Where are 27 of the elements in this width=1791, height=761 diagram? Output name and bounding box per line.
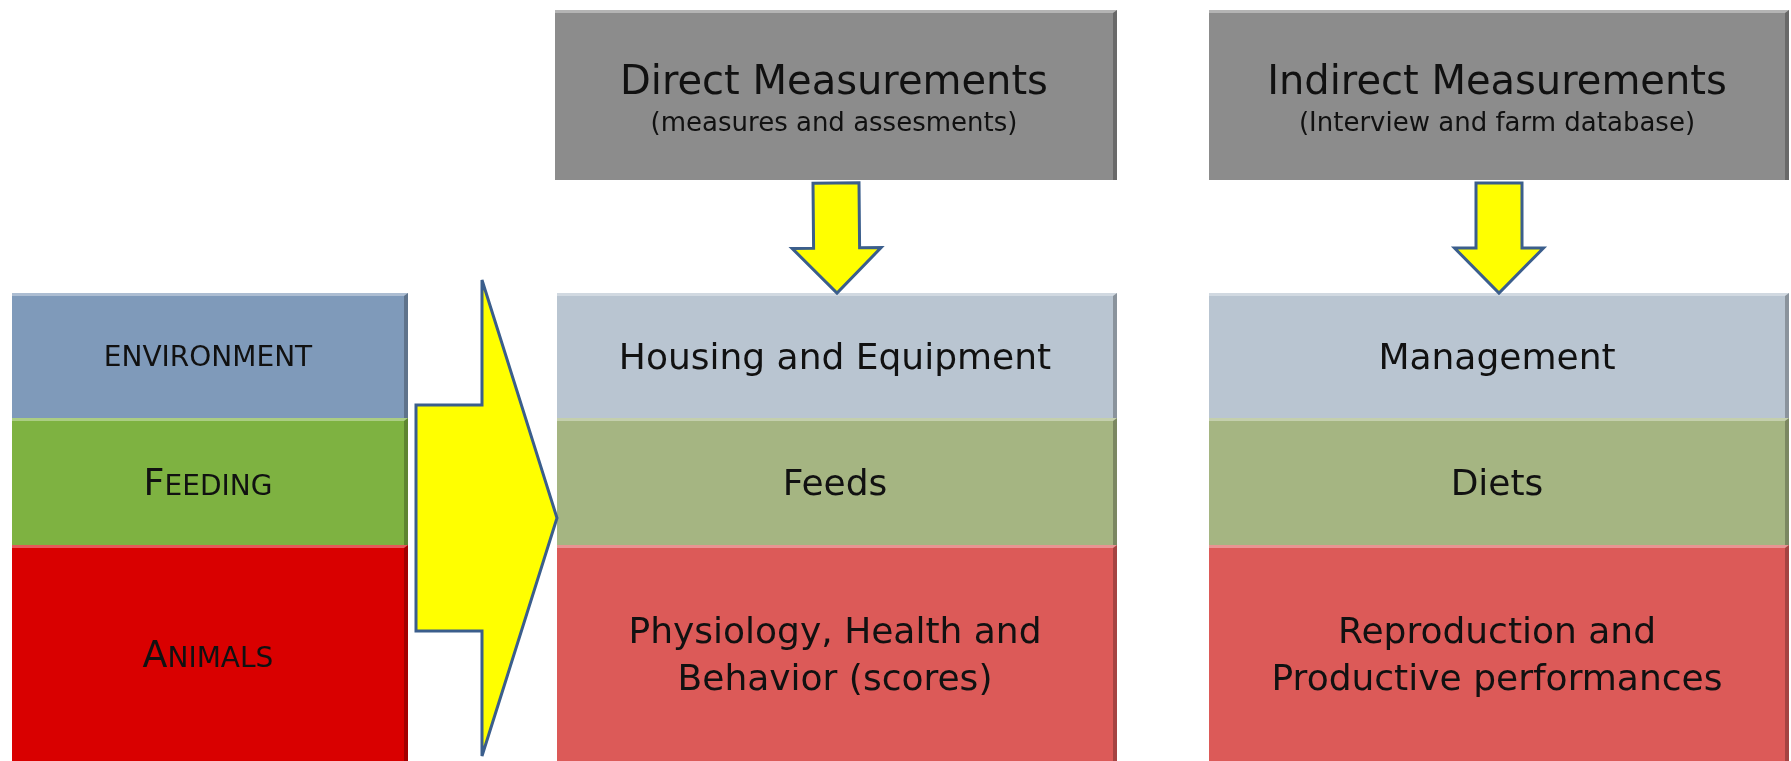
item-box [1209, 545, 1789, 761]
box-title: Management [1378, 334, 1616, 379]
category-box [12, 545, 408, 761]
box-title: Physiology, Health and Behavior (scores) [627, 608, 1043, 700]
item-box [1209, 418, 1789, 545]
box-title: Reproduction and Productive performances [1270, 608, 1724, 700]
measurement-box [555, 10, 1117, 180]
item-box [557, 545, 1117, 761]
block-arrow [788, 181, 885, 296]
item-box [1209, 293, 1789, 418]
box-title: ANIMALS [142, 631, 274, 678]
box-subtitle: (Interview and farm database) [1298, 105, 1696, 139]
block-arrow [414, 278, 559, 758]
category-box [12, 418, 408, 545]
box-title: Indirect Measurements [1267, 55, 1727, 105]
box-title: ENVIRONMENT [103, 338, 313, 375]
box-title: Direct Measurements [620, 55, 1048, 105]
category-box [12, 293, 408, 418]
box-title: Feeds [782, 460, 888, 505]
measurement-box [1209, 10, 1789, 180]
item-box [557, 418, 1117, 545]
box-title: Diets [1450, 460, 1544, 505]
block-arrow [1450, 181, 1548, 296]
box-title: FEEDING [143, 460, 273, 507]
box-subtitle: (measures and assesments) [650, 105, 1018, 139]
box-title: Housing and Equipment [618, 334, 1052, 379]
item-box [557, 293, 1117, 418]
